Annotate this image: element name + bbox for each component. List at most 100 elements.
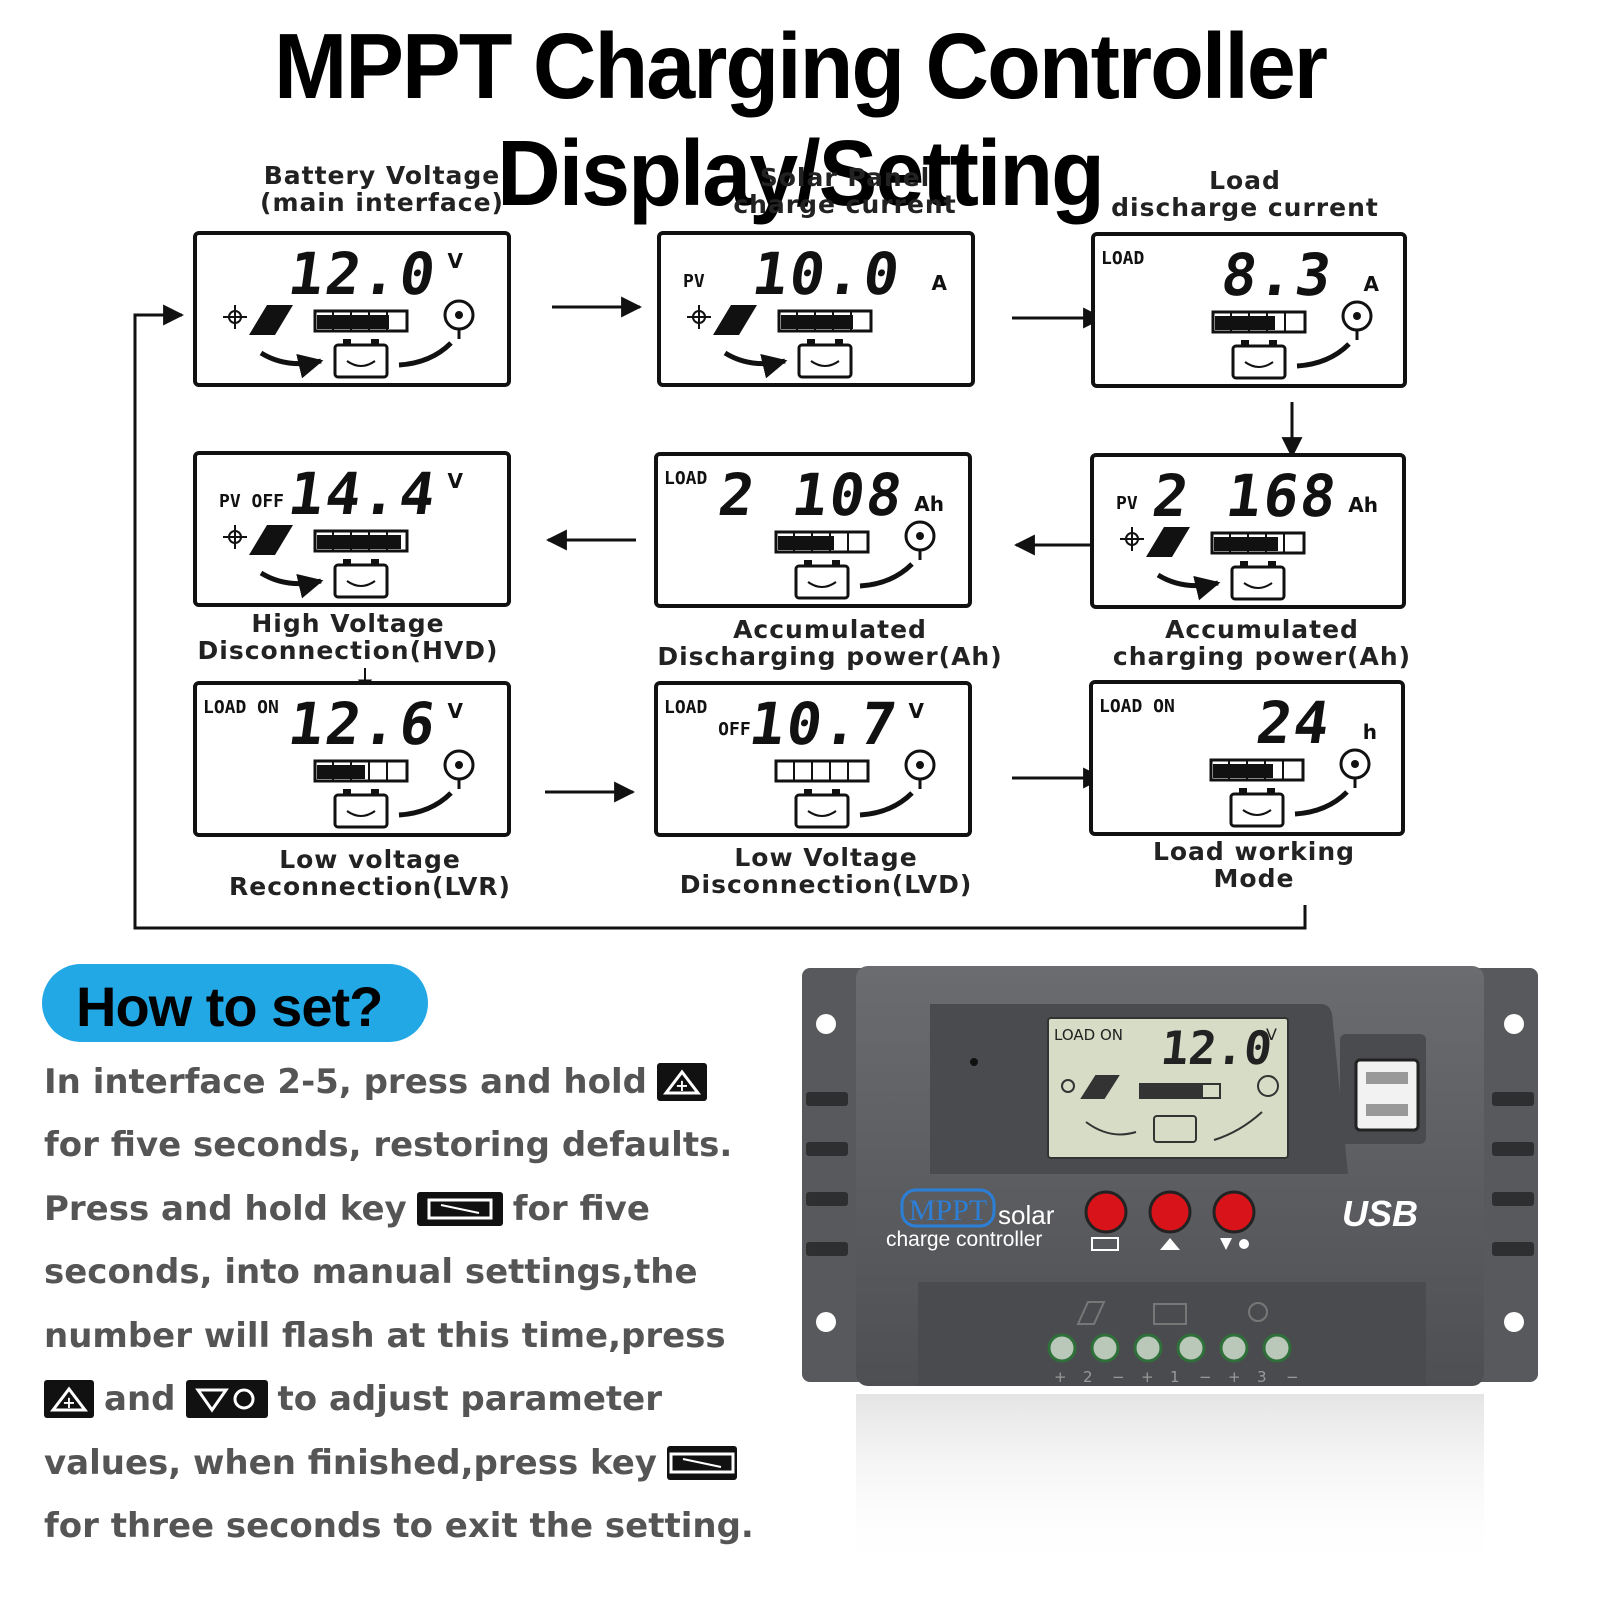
terminal-label: − (1286, 1368, 1299, 1386)
left-vents (806, 1092, 848, 1256)
discharge-arrow (398, 791, 453, 818)
solar-panel-icon (713, 305, 757, 335)
battery-icon (333, 789, 389, 829)
battery-level-bar (313, 759, 409, 783)
lcd-status-icons (223, 299, 475, 379)
set-button[interactable] (1084, 1190, 1128, 1234)
instruction-line: seconds, into manual settings,the (44, 1241, 744, 1305)
caption-line-1: Solar Panel (759, 163, 931, 192)
battery-level-bar (774, 530, 870, 554)
charge-arrow (1156, 572, 1221, 601)
bulb-icon (443, 299, 475, 339)
lcd-unit: V (908, 699, 924, 723)
sun-icon (687, 305, 711, 329)
caption-line-2: charge current (733, 190, 957, 219)
device-reflection (856, 1394, 1484, 1574)
lcd-status-icons (774, 520, 936, 600)
mount-hole (816, 1014, 836, 1034)
terminal-screw[interactable] (1090, 1333, 1120, 1363)
device-lcd-value: 12.0 (1158, 1021, 1274, 1075)
instruction-line: for three seconds to exit the setting. (44, 1495, 754, 1559)
instruction-text: In interface 2-5, press and hold (44, 1061, 647, 1102)
terminal-label: 3 (1257, 1368, 1267, 1386)
terminal-label: 1 (1170, 1368, 1180, 1386)
terminal-screw[interactable] (1047, 1333, 1077, 1363)
lcd-mode-tag: LOAD (664, 468, 708, 489)
instruction-text: Press and hold key (44, 1188, 407, 1229)
caption-line-1: High Voltage (251, 609, 445, 638)
set-key-icon (416, 1191, 503, 1226)
indicator-led (970, 1058, 978, 1066)
terminal-screws (1047, 1333, 1292, 1363)
brand-mark (900, 1188, 996, 1228)
instruction-line: for five seconds, restoring defaults. (44, 1114, 744, 1178)
usb-port (1354, 1058, 1420, 1132)
set-key-icon (1091, 1237, 1119, 1251)
bulb-icon (1341, 300, 1373, 340)
solar-panel-icon (249, 525, 293, 555)
how-to-set-title: How to set? (76, 975, 383, 1038)
terminal-label: 2 (1083, 1368, 1093, 1386)
caption-line-1: Load (1209, 166, 1281, 195)
terminal-block (918, 1282, 1426, 1386)
instruction-text: seconds, into manual settings,the (44, 1252, 698, 1293)
bulb-icon (443, 749, 475, 789)
lcd-status-icons (1120, 527, 1306, 601)
how-to-set-banner (42, 964, 428, 1042)
instruction-line: Press and hold key for five (44, 1177, 744, 1241)
terminal-screw[interactable] (1176, 1333, 1206, 1363)
charge-controller-device: LOAD ON 12.0 V MPPT solar charge control… (802, 966, 1538, 1574)
battery-icon (794, 789, 850, 829)
brand-text: MPPT (909, 1194, 987, 1227)
terminal-screw[interactable] (1219, 1333, 1249, 1363)
terminal-label: − (1199, 1368, 1212, 1386)
lcd-status-icons (223, 525, 409, 599)
lcd-mode-tag: PV (1116, 493, 1138, 514)
instruction-text: for five (512, 1188, 650, 1229)
lcd-mode-tag: LOAD ON (1099, 696, 1175, 717)
terminal-labels: +2−+1−+3− (1054, 1368, 1299, 1386)
up-button[interactable] (1148, 1190, 1192, 1234)
terminal-screw[interactable] (1262, 1333, 1292, 1363)
terminal-label: + (1054, 1368, 1067, 1386)
lcd-unit: A (931, 271, 947, 295)
battery-level-bar (313, 529, 409, 553)
device-lcd-unit: V (1266, 1025, 1277, 1044)
down-key-icon (1220, 1238, 1232, 1250)
battery-level-bar (1211, 310, 1307, 334)
terminal-screw[interactable] (1133, 1333, 1163, 1363)
battery-level-bar (1209, 758, 1305, 782)
return-loop-arrow (133, 304, 1307, 930)
down-key-icon (185, 1380, 268, 1419)
lcd-mode-tag: LOAD ON (203, 697, 279, 718)
caption-line-1: Load working (1152, 837, 1356, 866)
caption-line-1: Low voltage (279, 845, 461, 874)
lcd-unit: V (447, 469, 463, 493)
svg-text:+: + (675, 1076, 688, 1095)
down-button[interactable] (1212, 1190, 1256, 1234)
terminal-label: + (1228, 1368, 1241, 1386)
caption-line-2: Mode (1213, 864, 1295, 893)
up-key-icon: + (656, 1062, 707, 1101)
setup-instructions: In interface 2-5, press and hold + for fiv… (44, 1050, 754, 1559)
lcd-unit: Ah (914, 492, 944, 516)
up-key-icon (1160, 1238, 1180, 1250)
caption-line-2: (main interface) (260, 188, 504, 217)
brand-suffix: solar (998, 1200, 1055, 1230)
brand-line2: charge controller (886, 1228, 1042, 1251)
lcd-status-icons (1211, 300, 1373, 380)
lcd-mode-tag: LOAD OFF (664, 697, 751, 740)
charge-arrow (723, 350, 788, 379)
usb-logo: USB (1342, 1193, 1418, 1234)
mount-hole (816, 1312, 836, 1332)
discharge-arrow (859, 791, 914, 818)
